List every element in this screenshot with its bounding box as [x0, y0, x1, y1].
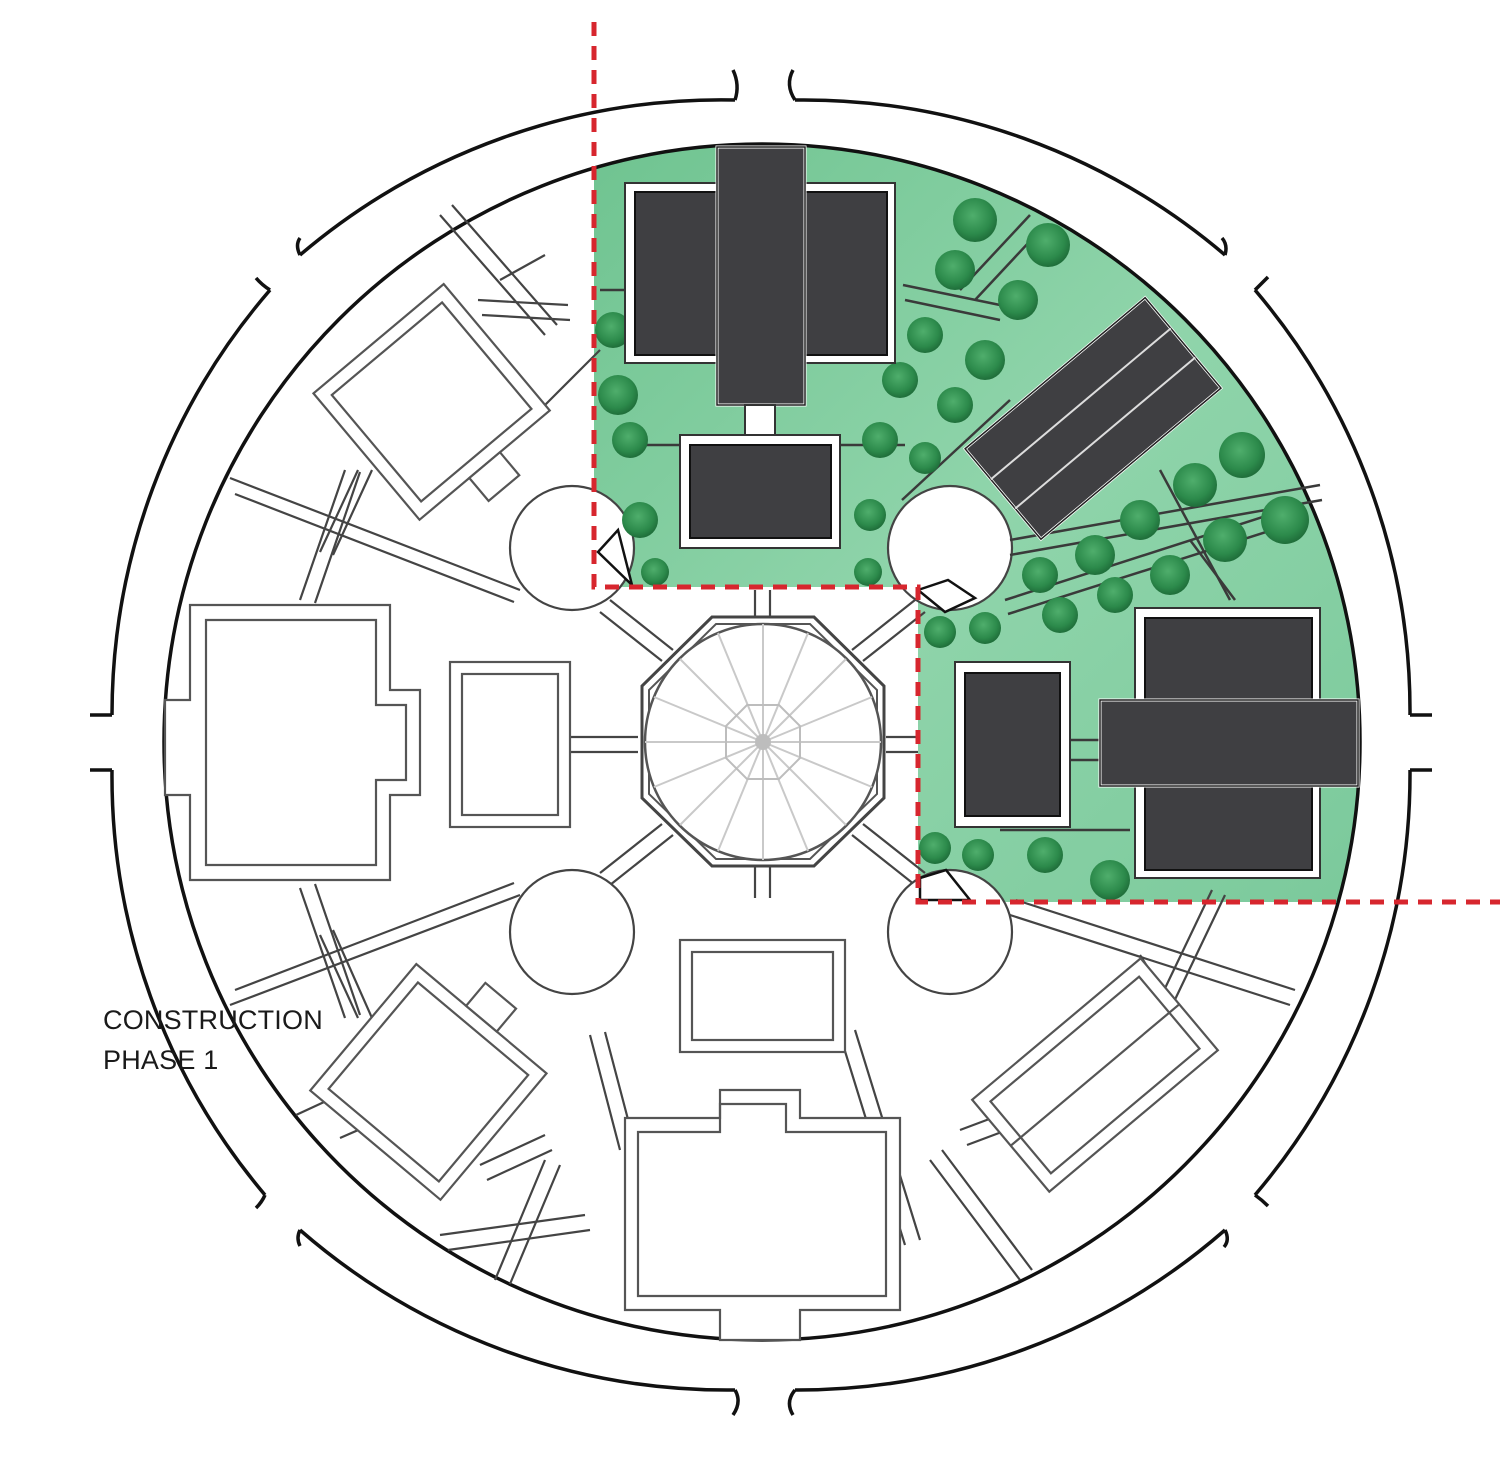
tree-icon — [1203, 518, 1247, 562]
tree-icon — [924, 616, 956, 648]
tree-icon — [1022, 557, 1058, 593]
tree-icon — [598, 375, 638, 415]
roundabout-nw — [508, 484, 636, 612]
trees — [595, 198, 1309, 900]
tree-icon — [595, 312, 631, 348]
phase1-boundary — [591, 22, 1500, 905]
tree-icon — [962, 839, 994, 871]
tree-icon — [641, 558, 669, 586]
pathways — [229, 204, 1296, 1285]
outer-ring — [90, 69, 1432, 1416]
tree-icon — [909, 442, 941, 474]
central-pavilion — [640, 615, 886, 868]
tree-icon — [1261, 496, 1309, 544]
tree-icon — [854, 499, 886, 531]
tree-icon — [1219, 432, 1265, 478]
tree-icon — [1097, 577, 1133, 613]
tree-icon — [1042, 597, 1078, 633]
roundabouts — [508, 484, 1014, 996]
roundabout-sw — [508, 868, 636, 996]
phase1-buildings — [624, 145, 1360, 879]
tree-icon — [919, 832, 951, 864]
entry-wedges — [596, 527, 978, 902]
tree-icon — [1090, 860, 1130, 900]
octagon-roof-icon — [645, 624, 881, 860]
future-buildings — [163, 282, 1220, 1342]
tree-icon — [854, 558, 882, 586]
plan-caption: CONSTRUCTION PHASE 1 — [103, 1000, 323, 1080]
tree-icon — [965, 340, 1005, 380]
tree-icon — [1150, 555, 1190, 595]
caption-line-1: CONSTRUCTION — [103, 1005, 323, 1035]
tree-icon — [998, 280, 1038, 320]
tree-icon — [907, 317, 943, 353]
tree-icon — [1173, 463, 1217, 507]
tree-icon — [969, 612, 1001, 644]
caption-line-2: PHASE 1 — [103, 1045, 219, 1075]
tree-icon — [612, 422, 648, 458]
tree-icon — [882, 362, 918, 398]
tree-icon — [862, 422, 898, 458]
tree-icon — [953, 198, 997, 242]
tree-icon — [1120, 500, 1160, 540]
tree-icon — [622, 502, 658, 538]
tree-icon — [935, 250, 975, 290]
tree-icon — [937, 387, 973, 423]
tree-icon — [1026, 223, 1070, 267]
tree-icon — [1027, 837, 1063, 873]
tree-icon — [1075, 535, 1115, 575]
